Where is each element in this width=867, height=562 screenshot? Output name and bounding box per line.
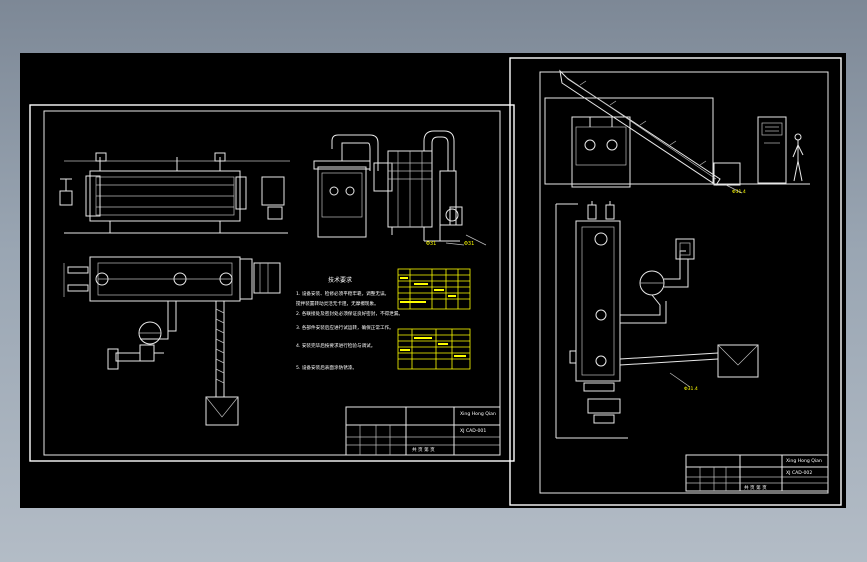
dryer-elevation-view [59,152,290,234]
cad-drawing: Φ31 Φ31 [29,57,842,506]
dimension-tag: Φ31.4 [684,386,698,392]
right-sheet-inner-frame [539,71,829,494]
parts-list-upper [397,268,471,310]
left-sheet-inner-frame [43,110,501,456]
parts-list-lower [397,328,471,370]
right-sheet: Φ31.4 Φ31.4 Xing Hong Qian ХJ CAD-002 共 … [509,57,842,506]
right-title-block: Xing Hong Qian ХJ CAD-002 共 页 第 页 [685,454,829,492]
note-line: 3. 各部件安装后应进行试运转，确保正常工作。 [296,324,394,331]
note-line: 5. 设备安装后表面涂防锈漆。 [296,364,357,371]
trough-dryer-plan-view: Φ31.4 Φ31.4 [555,189,759,439]
operator-figure [792,133,804,182]
dryer-plan-view [63,256,281,426]
note-line: 搅拌装置转动灵活无卡阻，无摩擦现象。 [296,300,379,307]
notes-heading: 技术要求 [328,276,352,284]
title-block-drawing-number: ХJ CAD-002 [786,470,812,476]
right-sheet-border [509,57,842,506]
note-line: 1. 设备安装、检修必须平稳牢靠，调整无误。 [296,290,389,297]
left-title-block: Xing Hong Qian ХJ CAD-001 共 页 第 页 [345,406,501,456]
title-block-company: Xing Hong Qian [786,458,822,464]
title-block-sheet-label: 共 页 第 页 [744,484,767,491]
note-line: 4. 安装完毕后按要求进行检验与调试。 [296,342,375,349]
title-block-sheet-label: 共 页 第 页 [412,446,435,453]
title-block-drawing-number: ХJ CAD-001 [460,428,486,434]
technical-notes: 技术要求 1. 设备安装、检修必须平稳牢靠，调整无误。 搅拌装置转动灵活无卡阻，… [296,276,403,371]
left-sheet-border [29,104,515,462]
inclined-conveyor-elevation [544,69,810,194]
note-line: 2. 各联接处及密封处必须保证良好密封，不得泄漏。 [296,310,403,317]
dimension-tag: Φ31 [426,241,436,247]
dimension-tag: Φ31 [464,241,474,247]
dimension-tag: Φ31.4 [732,189,746,195]
cad-canvas: Φ31 Φ31 [20,53,846,508]
cyclone-system-elevation: Φ31 Φ31 [313,130,487,247]
left-sheet: Φ31 Φ31 [29,104,515,462]
title-block-company: Xing Hong Qian [460,411,496,417]
